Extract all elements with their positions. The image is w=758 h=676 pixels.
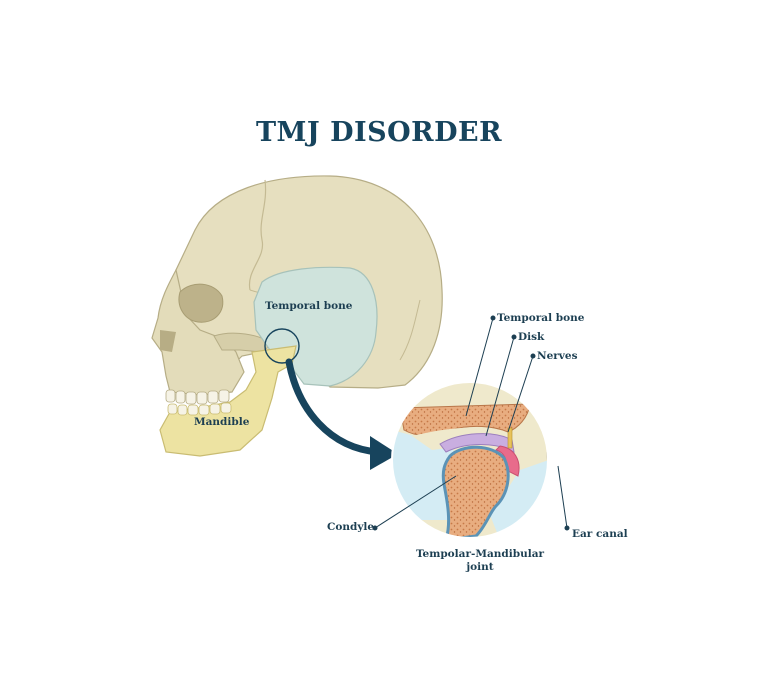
lower-teeth: [167, 402, 232, 416]
detail-ear-canal: [546, 434, 548, 487]
label-ear-canal: Ear canal: [572, 528, 628, 540]
eye-socket: [178, 283, 224, 323]
joint-highlight-circle: [264, 328, 300, 364]
page-title: TMJ DISORDER: [255, 117, 503, 148]
label-joint-line1: Tempolar-Mandibular: [415, 548, 545, 560]
label-joint-line2: joint: [466, 561, 494, 573]
joint-detail-view: [391, 381, 549, 539]
zoom-arrow: [285, 358, 398, 470]
skull: [151, 175, 443, 457]
leader-lines: [372, 315, 570, 531]
label-joint: Tempolar-Mandibular joint: [410, 548, 550, 574]
detail-disk: [439, 433, 515, 453]
label-temporal-bone-skull: Temporal bone: [265, 300, 353, 312]
label-mandible: Mandible: [194, 416, 250, 428]
label-disk: Disk: [518, 331, 545, 343]
upper-teeth: [165, 389, 230, 405]
detail-condyle: [441, 445, 510, 538]
mandible-bone: [159, 345, 297, 457]
cheekbone: [213, 332, 273, 353]
label-condyle: Condyle: [327, 521, 375, 533]
nasal-cavity: [160, 330, 176, 352]
label-nerves: Nerves: [537, 350, 578, 362]
label-temporal-bone-detail: Temporal bone: [497, 312, 585, 324]
